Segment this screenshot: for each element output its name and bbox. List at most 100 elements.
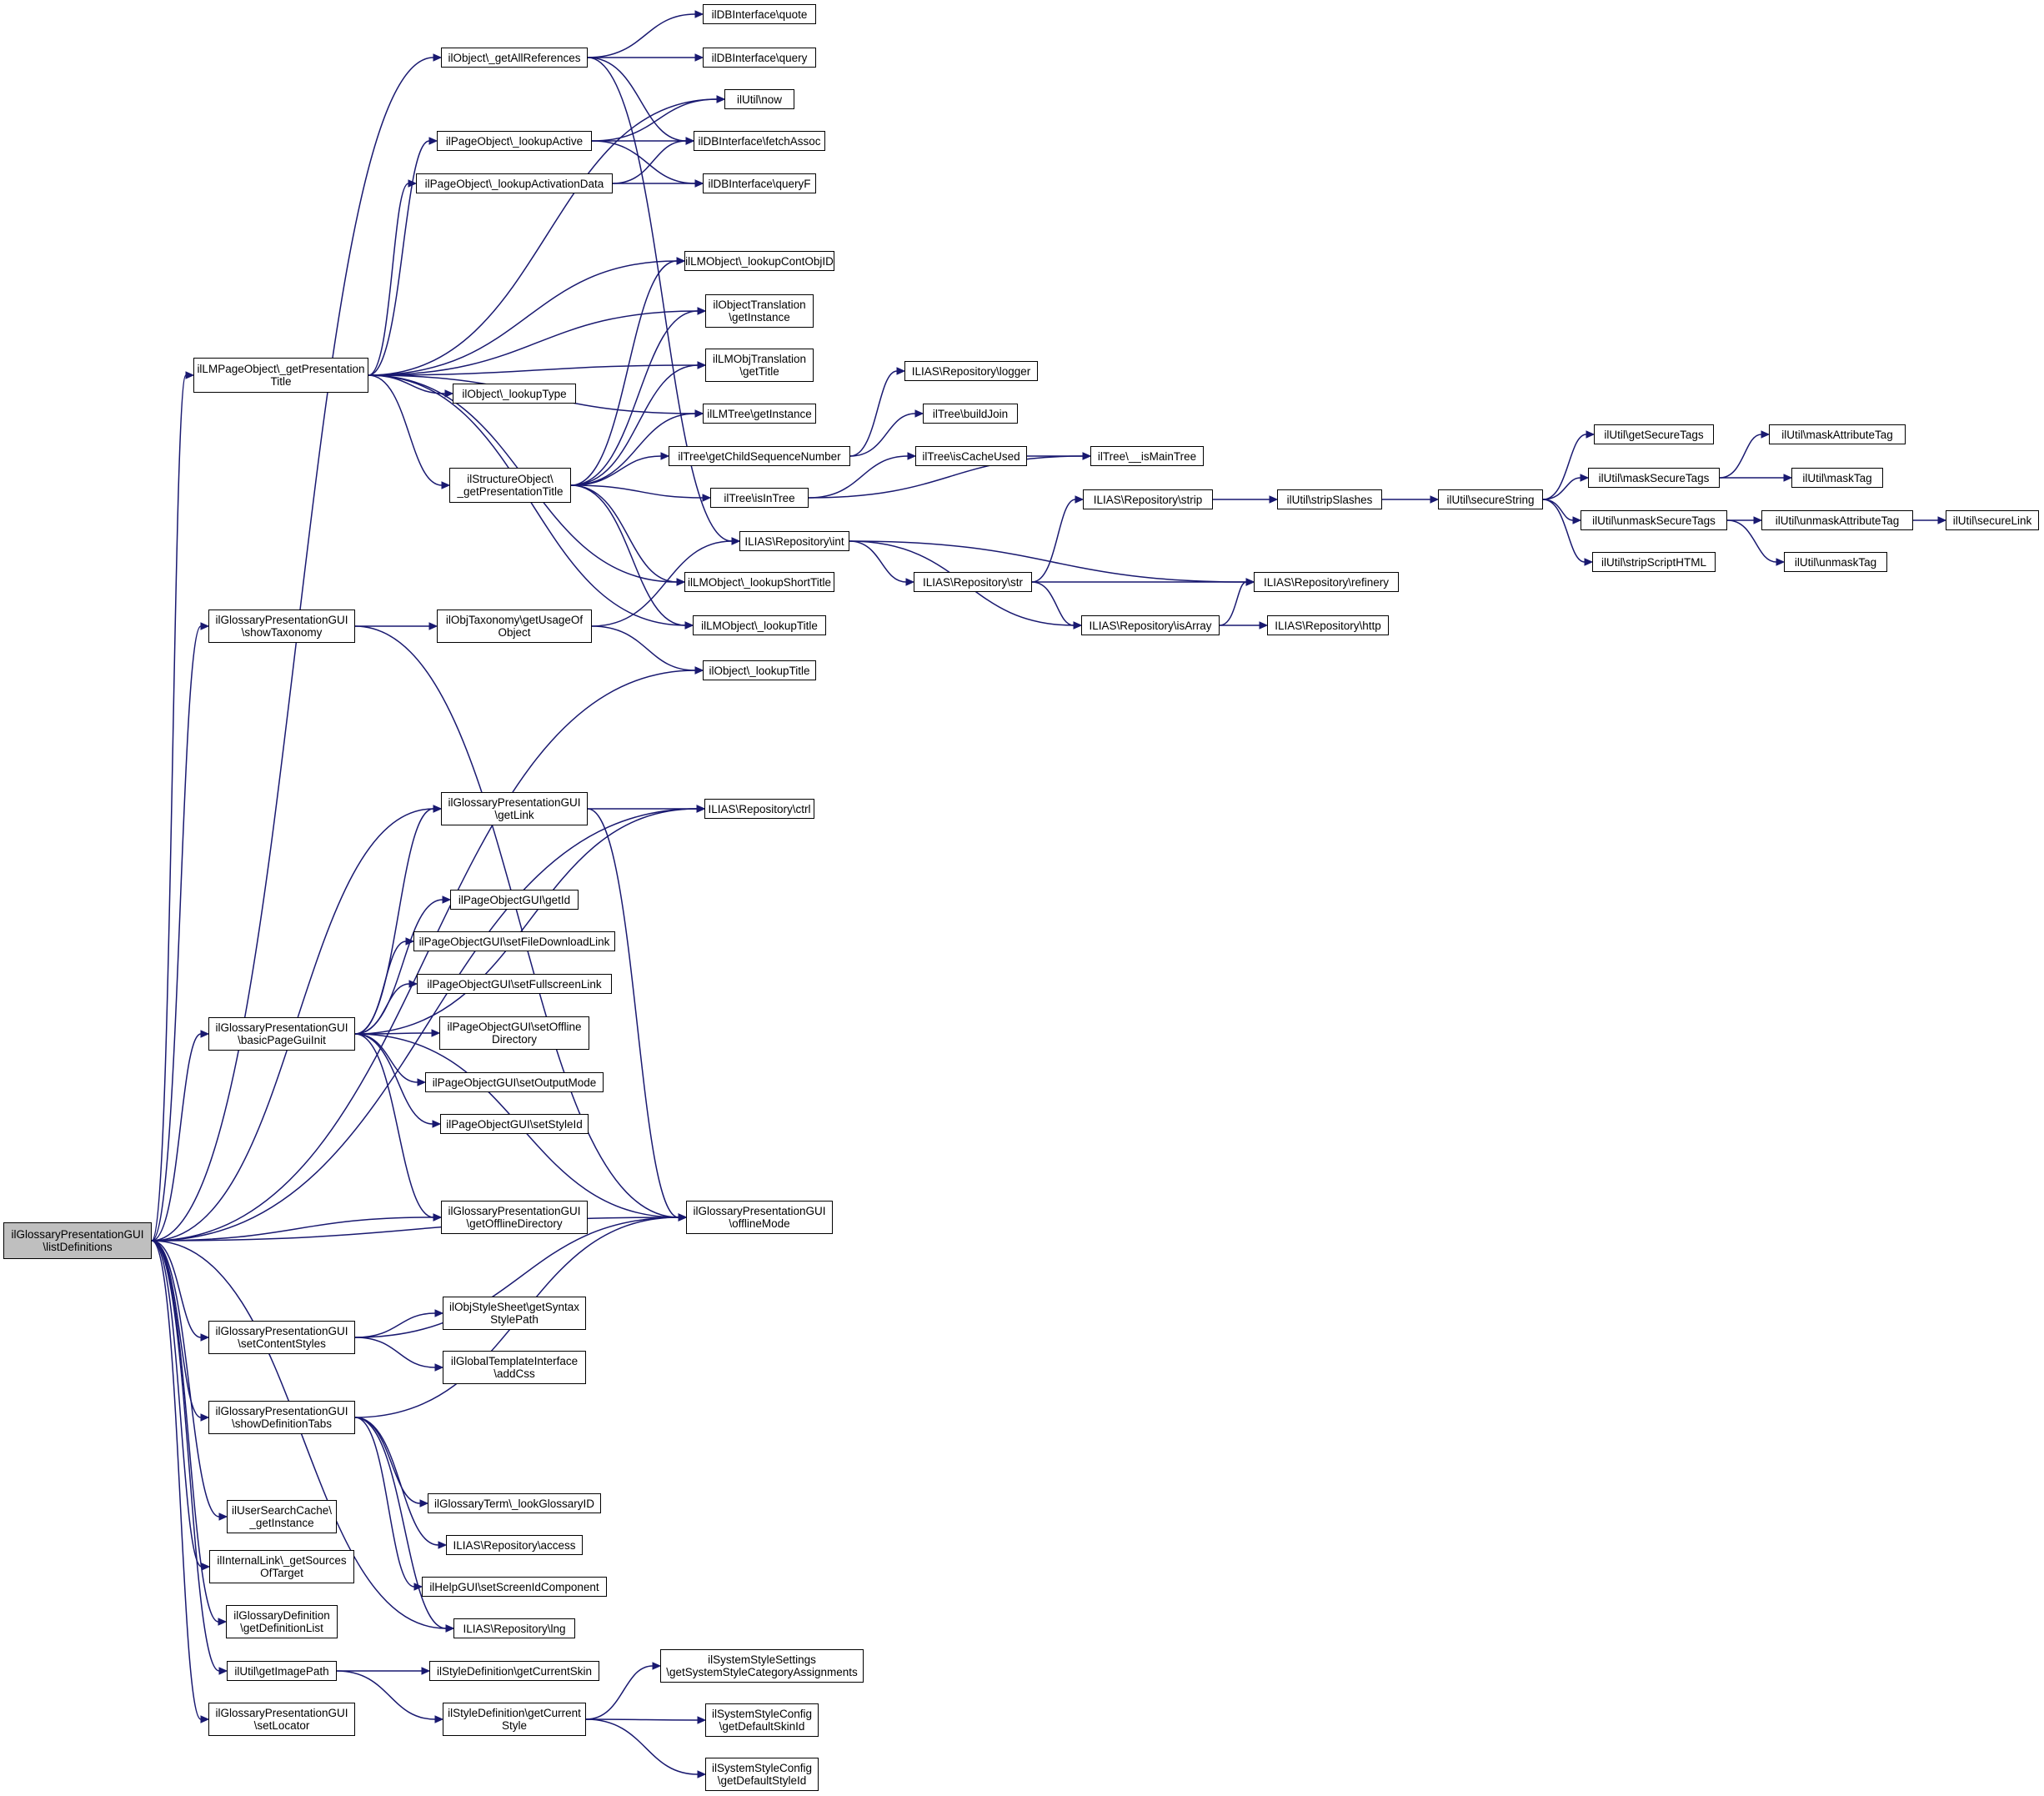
- node-now[interactable]: ilUtil\now: [724, 89, 794, 109]
- node-defaultStyle[interactable]: ilSystemStyleConfig \getDefaultStyleId: [705, 1758, 819, 1791]
- node-getId[interactable]: ilPageObjectGUI\getId: [450, 890, 579, 910]
- node-lmTree[interactable]: ilLMTree\getInstance: [703, 404, 816, 424]
- node-logger[interactable]: ILIAS\Repository\logger: [904, 361, 1038, 381]
- node-unmaskTag[interactable]: ilUtil\unmaskTag: [1784, 552, 1887, 572]
- node-refinery[interactable]: ILIAS\Repository\refinery: [1254, 572, 1399, 592]
- node-stripSlashes[interactable]: ilUtil\stripSlashes: [1277, 489, 1382, 509]
- edge-arrowhead: [905, 578, 915, 586]
- node-root[interactable]: ilGlossaryPresentationGUI \listDefinitio…: [3, 1222, 152, 1259]
- node-lookupActive[interactable]: ilPageObject\_lookupActive: [437, 131, 592, 151]
- node-getAllReferences[interactable]: ilObject\_getAllReferences: [441, 48, 588, 68]
- node-str[interactable]: ILIAS\Repository\str: [914, 572, 1032, 592]
- edge-arrowhead: [434, 1715, 444, 1723]
- edge-n_root-n_internalLink: [151, 1240, 203, 1568]
- node-setLocator[interactable]: ilGlossaryPresentationGUI \setLocator: [208, 1703, 355, 1736]
- node-maskTag[interactable]: ilUtil\maskTag: [1791, 468, 1883, 488]
- node-quote[interactable]: ilDBInterface\quote: [703, 4, 816, 24]
- node-isMainTree[interactable]: ilTree\__isMainTree: [1090, 446, 1204, 466]
- edge-n_root-n_getPresTitle: [151, 374, 187, 1242]
- edge-arrowhead: [1937, 516, 1947, 524]
- node-lookupShortTitle[interactable]: ilLMObject\_lookupShortTitle: [684, 572, 834, 592]
- node-query[interactable]: ilDBInterface\query: [703, 48, 816, 68]
- node-getUsageOf[interactable]: ilObjTaxonomy\getUsageOf Object: [437, 610, 592, 643]
- node-lookupType[interactable]: ilObject\_lookupType: [453, 384, 576, 404]
- edge-n_getCurrentStyle-n_defaultSkin: [585, 1718, 699, 1721]
- edge-arrowhead: [697, 1716, 707, 1724]
- edge-arrowhead: [694, 53, 704, 62]
- edge-arrowhead: [417, 1078, 427, 1086]
- node-childSeq[interactable]: ilTree\getChildSequenceNumber: [669, 446, 850, 466]
- node-internalLink[interactable]: ilInternalLink\_getSources OfTarget: [209, 1550, 354, 1583]
- edge-arrowhead: [200, 622, 210, 630]
- edge-arrowhead: [716, 95, 726, 103]
- node-defaultSkin[interactable]: ilSystemStyleConfig \getDefaultSkinId: [705, 1703, 819, 1737]
- node-structPresTitle[interactable]: ilStructureObject\ _getPresentationTitle: [449, 468, 571, 503]
- node-lookGlossaryID[interactable]: ilGlossaryTerm\_lookGlossaryID: [428, 1493, 601, 1513]
- node-getImagePath[interactable]: ilUtil\getImagePath: [227, 1661, 337, 1681]
- node-getOfflineDir[interactable]: ilGlossaryPresentationGUI \getOfflineDir…: [441, 1201, 588, 1234]
- node-access[interactable]: ILIAS\Repository\access: [446, 1535, 583, 1555]
- node-lmLookupTitle[interactable]: ilLMObject\_lookupTitle: [693, 615, 826, 635]
- node-stripScriptHTML[interactable]: ilUtil\stripScriptHTML: [1592, 552, 1716, 572]
- edge-arrowhead: [408, 179, 418, 188]
- node-getCurrentSkin[interactable]: ilStyleDefinition\getCurrentSkin: [429, 1661, 599, 1681]
- edge-arrowhead: [434, 1309, 444, 1317]
- node-lookupActivationData[interactable]: ilPageObject\_lookupActivationData: [416, 173, 613, 193]
- node-offlineMode[interactable]: ilGlossaryPresentationGUI \offlineMode: [686, 1201, 833, 1234]
- edge-arrowhead: [1430, 495, 1440, 504]
- node-strip[interactable]: ILIAS\Repository\strip: [1083, 489, 1213, 509]
- edge-arrowhead: [697, 307, 707, 315]
- edge-arrowhead: [1776, 558, 1786, 566]
- node-objTranslation[interactable]: ilObjectTranslation \getInstance: [705, 294, 814, 328]
- node-maskSecureTags[interactable]: ilUtil\maskSecureTags: [1588, 468, 1720, 488]
- node-isArray[interactable]: ILIAS\Repository\isArray: [1081, 615, 1220, 635]
- node-unmaskSecureTags[interactable]: ilUtil\unmaskSecureTags: [1581, 510, 1727, 530]
- node-setFullscreen[interactable]: ilPageObjectGUI\setFullscreenLink: [417, 974, 612, 994]
- node-secureString[interactable]: ilUtil\secureString: [1438, 489, 1543, 509]
- node-isCacheUsed[interactable]: ilTree\isCacheUsed: [915, 446, 1027, 466]
- node-isInTree[interactable]: ilTree\isInTree: [710, 488, 809, 508]
- edge-arrowhead: [408, 980, 418, 988]
- node-addCss[interactable]: ilGlobalTemplateInterface \addCss: [443, 1351, 586, 1384]
- node-lng[interactable]: ILIAS\Repository\lng: [453, 1618, 575, 1638]
- node-getSecureTags[interactable]: ilUtil\getSecureTags: [1594, 424, 1714, 444]
- node-http[interactable]: ILIAS\Repository\http: [1267, 615, 1389, 635]
- node-objLookupTitle[interactable]: ilObject\_lookupTitle: [703, 660, 816, 680]
- node-getLink[interactable]: ilGlossaryPresentationGUI \getLink: [441, 792, 588, 825]
- node-queryF[interactable]: ilDBInterface\queryF: [703, 173, 816, 193]
- node-setScreenId[interactable]: ilHelpGUI\setScreenIdComponent: [422, 1577, 607, 1597]
- node-ctrl[interactable]: ILIAS\Repository\ctrl: [704, 799, 814, 819]
- node-showTaxonomy[interactable]: ilGlossaryPresentationGUI \showTaxonomy: [208, 610, 355, 643]
- node-int[interactable]: ILIAS\Repository\int: [739, 531, 849, 551]
- node-maskAttributeTag[interactable]: ilUtil\maskAttributeTag: [1769, 424, 1906, 444]
- edge-arrowhead: [1075, 495, 1085, 504]
- node-secureLink[interactable]: ilUtil\secureLink: [1946, 510, 2039, 530]
- edge-arrowhead: [1586, 430, 1596, 439]
- node-getSyntax[interactable]: ilObjStyleSheet\getSyntax StylePath: [443, 1297, 586, 1330]
- edge-arrowhead: [1753, 516, 1763, 524]
- node-setOutputMode[interactable]: ilPageObjectGUI\setOutputMode: [425, 1072, 604, 1092]
- node-setContentStyles[interactable]: ilGlossaryPresentationGUI \setContentSty…: [208, 1321, 355, 1354]
- edge-n_secureString-n_getSecureTags: [1542, 434, 1587, 500]
- node-unmaskAttributeTag[interactable]: ilUtil\unmaskAttributeTag: [1761, 510, 1913, 530]
- node-getPresTitle[interactable]: ilLMPageObject\_getPresentation Title: [193, 358, 368, 393]
- node-sysStyleSettings[interactable]: ilSystemStyleSettings \getSystemStyleCat…: [660, 1649, 864, 1683]
- node-buildJoin[interactable]: ilTree\buildJoin: [923, 404, 1018, 424]
- edge-arrowhead: [433, 53, 443, 62]
- node-setFileDownload[interactable]: ilPageObjectGUI\setFileDownloadLink: [413, 931, 615, 951]
- node-glossaryDef[interactable]: ilGlossaryDefinition \getDefinitionList: [226, 1605, 338, 1638]
- edge-n_getPresTitle-n_objTranslation: [368, 310, 699, 376]
- node-setOfflineDir[interactable]: ilPageObjectGUI\setOffline Directory: [439, 1016, 589, 1050]
- node-showDefTabs[interactable]: ilGlossaryPresentationGUI \showDefinitio…: [208, 1401, 355, 1434]
- edge-arrowhead: [676, 257, 686, 265]
- node-basicPageGui[interactable]: ilGlossaryPresentationGUI \basicPageGuiI…: [208, 1017, 355, 1051]
- node-fetchAssoc[interactable]: ilDBInterface\fetchAssoc: [694, 131, 825, 151]
- node-lmObjTranslation[interactable]: ilLMObjTranslation \getTitle: [705, 349, 814, 382]
- edge-n_lookupActivationData-n_fetchAssoc: [612, 140, 687, 184]
- node-lookupContObjID[interactable]: ilLMObject\_lookupContObjID: [684, 251, 834, 271]
- node-getCurrentStyle[interactable]: ilStyleDefinition\getCurrent Style: [443, 1703, 586, 1736]
- node-userSearch[interactable]: ilUserSearchCache\ _getInstance: [227, 1500, 337, 1533]
- node-setStyleId[interactable]: ilPageObjectGUI\setStyleId: [440, 1114, 589, 1134]
- edge-n_childSeq-n_logger: [849, 370, 898, 457]
